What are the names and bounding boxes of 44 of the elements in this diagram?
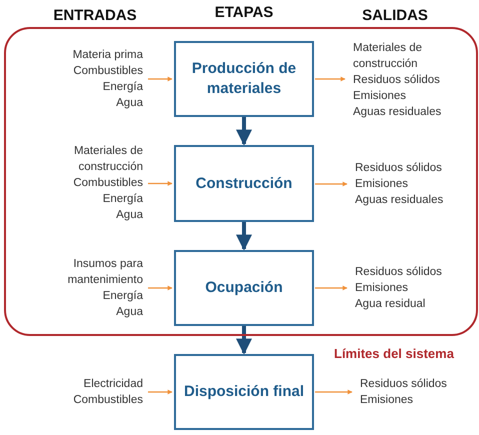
stage-box: Ocupación <box>174 250 314 326</box>
arrow <box>315 390 352 394</box>
input-item: Energía <box>102 80 143 95</box>
output-item: Residuos sólidos <box>355 161 442 176</box>
input-item: Energía <box>102 192 143 207</box>
input-item: Materiales de construcción <box>72 144 143 175</box>
input-item: Combustibles <box>73 64 143 79</box>
input-item: Agua <box>116 96 143 111</box>
output-item: Aguas residuales <box>355 193 444 208</box>
output-item: Residuos sólidos <box>355 265 442 280</box>
output-item: Emisiones <box>355 177 408 192</box>
column-header: SALIDAS <box>361 6 429 26</box>
input-item: Agua <box>116 208 143 223</box>
arrow <box>315 182 348 186</box>
output-item: Residuos sólidos <box>353 73 440 88</box>
stage-box: Construcción <box>174 145 314 222</box>
output-item: Emisiones <box>355 281 408 296</box>
arrow <box>148 390 172 394</box>
output-item: Residuos sólidos <box>360 377 447 392</box>
stage-box: Disposición final <box>174 354 314 430</box>
arrow <box>315 286 348 290</box>
stage-box: Producción de materiales <box>174 41 314 117</box>
arrow <box>148 181 172 186</box>
output-item: Agua residual <box>355 297 426 312</box>
output-item: Materiales de construcción <box>353 41 424 72</box>
input-item: Materia prima <box>72 48 143 63</box>
arrow <box>236 326 252 355</box>
input-item: Combustibles <box>73 393 143 408</box>
arrow <box>236 222 252 251</box>
column-header: ETAPAS <box>214 3 274 23</box>
arrow <box>148 286 172 290</box>
input-item: Agua <box>116 305 143 320</box>
input-item: Insumos para mantenimiento <box>66 257 143 288</box>
input-item: Combustibles <box>73 176 143 191</box>
output-item: Emisiones <box>353 89 406 104</box>
input-item: Energía <box>102 289 143 304</box>
input-item: Electricidad <box>84 377 143 392</box>
output-item: Aguas residuales <box>353 105 442 120</box>
arrow <box>148 76 172 82</box>
output-item: Emisiones <box>360 393 414 408</box>
arrow <box>236 117 252 146</box>
boundary-label: Límites del sistema <box>334 345 454 363</box>
column-header: ENTRADAS <box>52 6 138 26</box>
arrow <box>315 76 346 82</box>
